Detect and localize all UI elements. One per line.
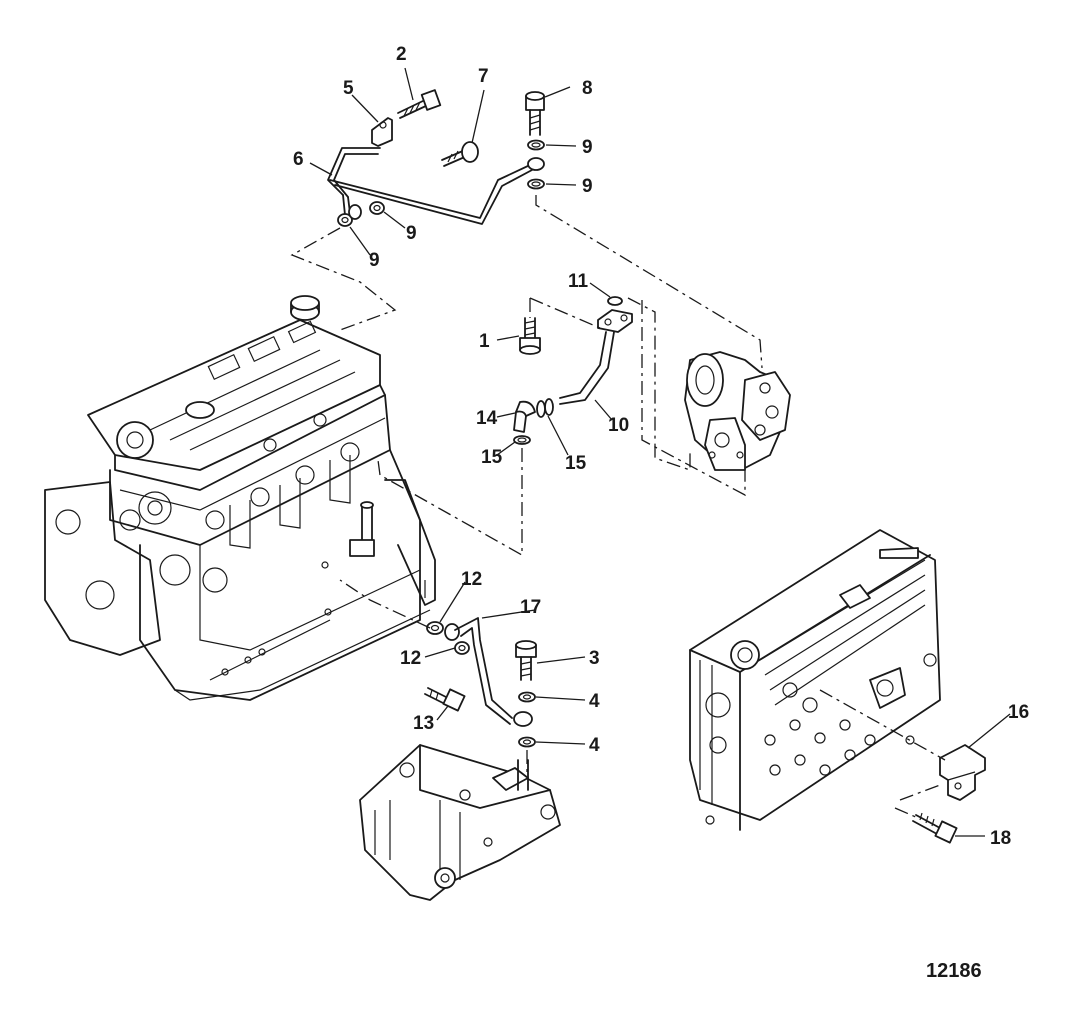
callout-9d: 9 bbox=[369, 250, 380, 271]
callout-3: 3 bbox=[589, 648, 600, 669]
oil-feed-pipe-assembly bbox=[327, 89, 545, 227]
drain-pipe-assembly bbox=[424, 617, 537, 748]
callout-16: 16 bbox=[1008, 702, 1029, 723]
assembly-lines bbox=[290, 195, 946, 819]
callout-15a: 15 bbox=[481, 447, 503, 468]
callout-10: 10 bbox=[608, 415, 629, 436]
callout-7: 7 bbox=[478, 66, 489, 87]
bracket-part bbox=[939, 744, 986, 801]
engine-block-illustration bbox=[44, 295, 436, 701]
turbocharger-illustration bbox=[684, 351, 791, 471]
callout-11: 11 bbox=[568, 271, 589, 292]
callout-14: 14 bbox=[476, 408, 498, 429]
callout-9b: 9 bbox=[582, 176, 593, 197]
callout-4b: 4 bbox=[589, 735, 600, 756]
callout-leaders bbox=[309, 67, 1011, 837]
callout-2: 2 bbox=[396, 44, 407, 65]
callout-18: 18 bbox=[990, 828, 1011, 849]
bolt-18-part bbox=[912, 812, 958, 844]
callout-6: 6 bbox=[293, 149, 304, 170]
callout-17: 17 bbox=[520, 597, 541, 618]
callout-5: 5 bbox=[343, 78, 354, 99]
oil-return-pipe-assembly bbox=[513, 296, 633, 445]
callout-9c: 9 bbox=[406, 223, 417, 244]
callout-4a: 4 bbox=[589, 691, 600, 712]
figure-number: 12186 bbox=[926, 960, 982, 982]
callout-13: 13 bbox=[413, 713, 434, 734]
callout-9a: 9 bbox=[582, 137, 593, 158]
callout-15b: 15 bbox=[565, 453, 587, 474]
mounting-bracket-illustration bbox=[359, 744, 561, 901]
callout-labels: 1 2 3 4 4 5 6 7 8 9 9 9 9 10 11 12 12 13… bbox=[293, 44, 1029, 849]
exhaust-manifold-illustration bbox=[689, 529, 941, 831]
callout-8: 8 bbox=[582, 78, 593, 99]
callout-12b: 12 bbox=[400, 648, 421, 669]
callout-12a: 12 bbox=[461, 569, 482, 590]
callout-1: 1 bbox=[479, 331, 490, 352]
